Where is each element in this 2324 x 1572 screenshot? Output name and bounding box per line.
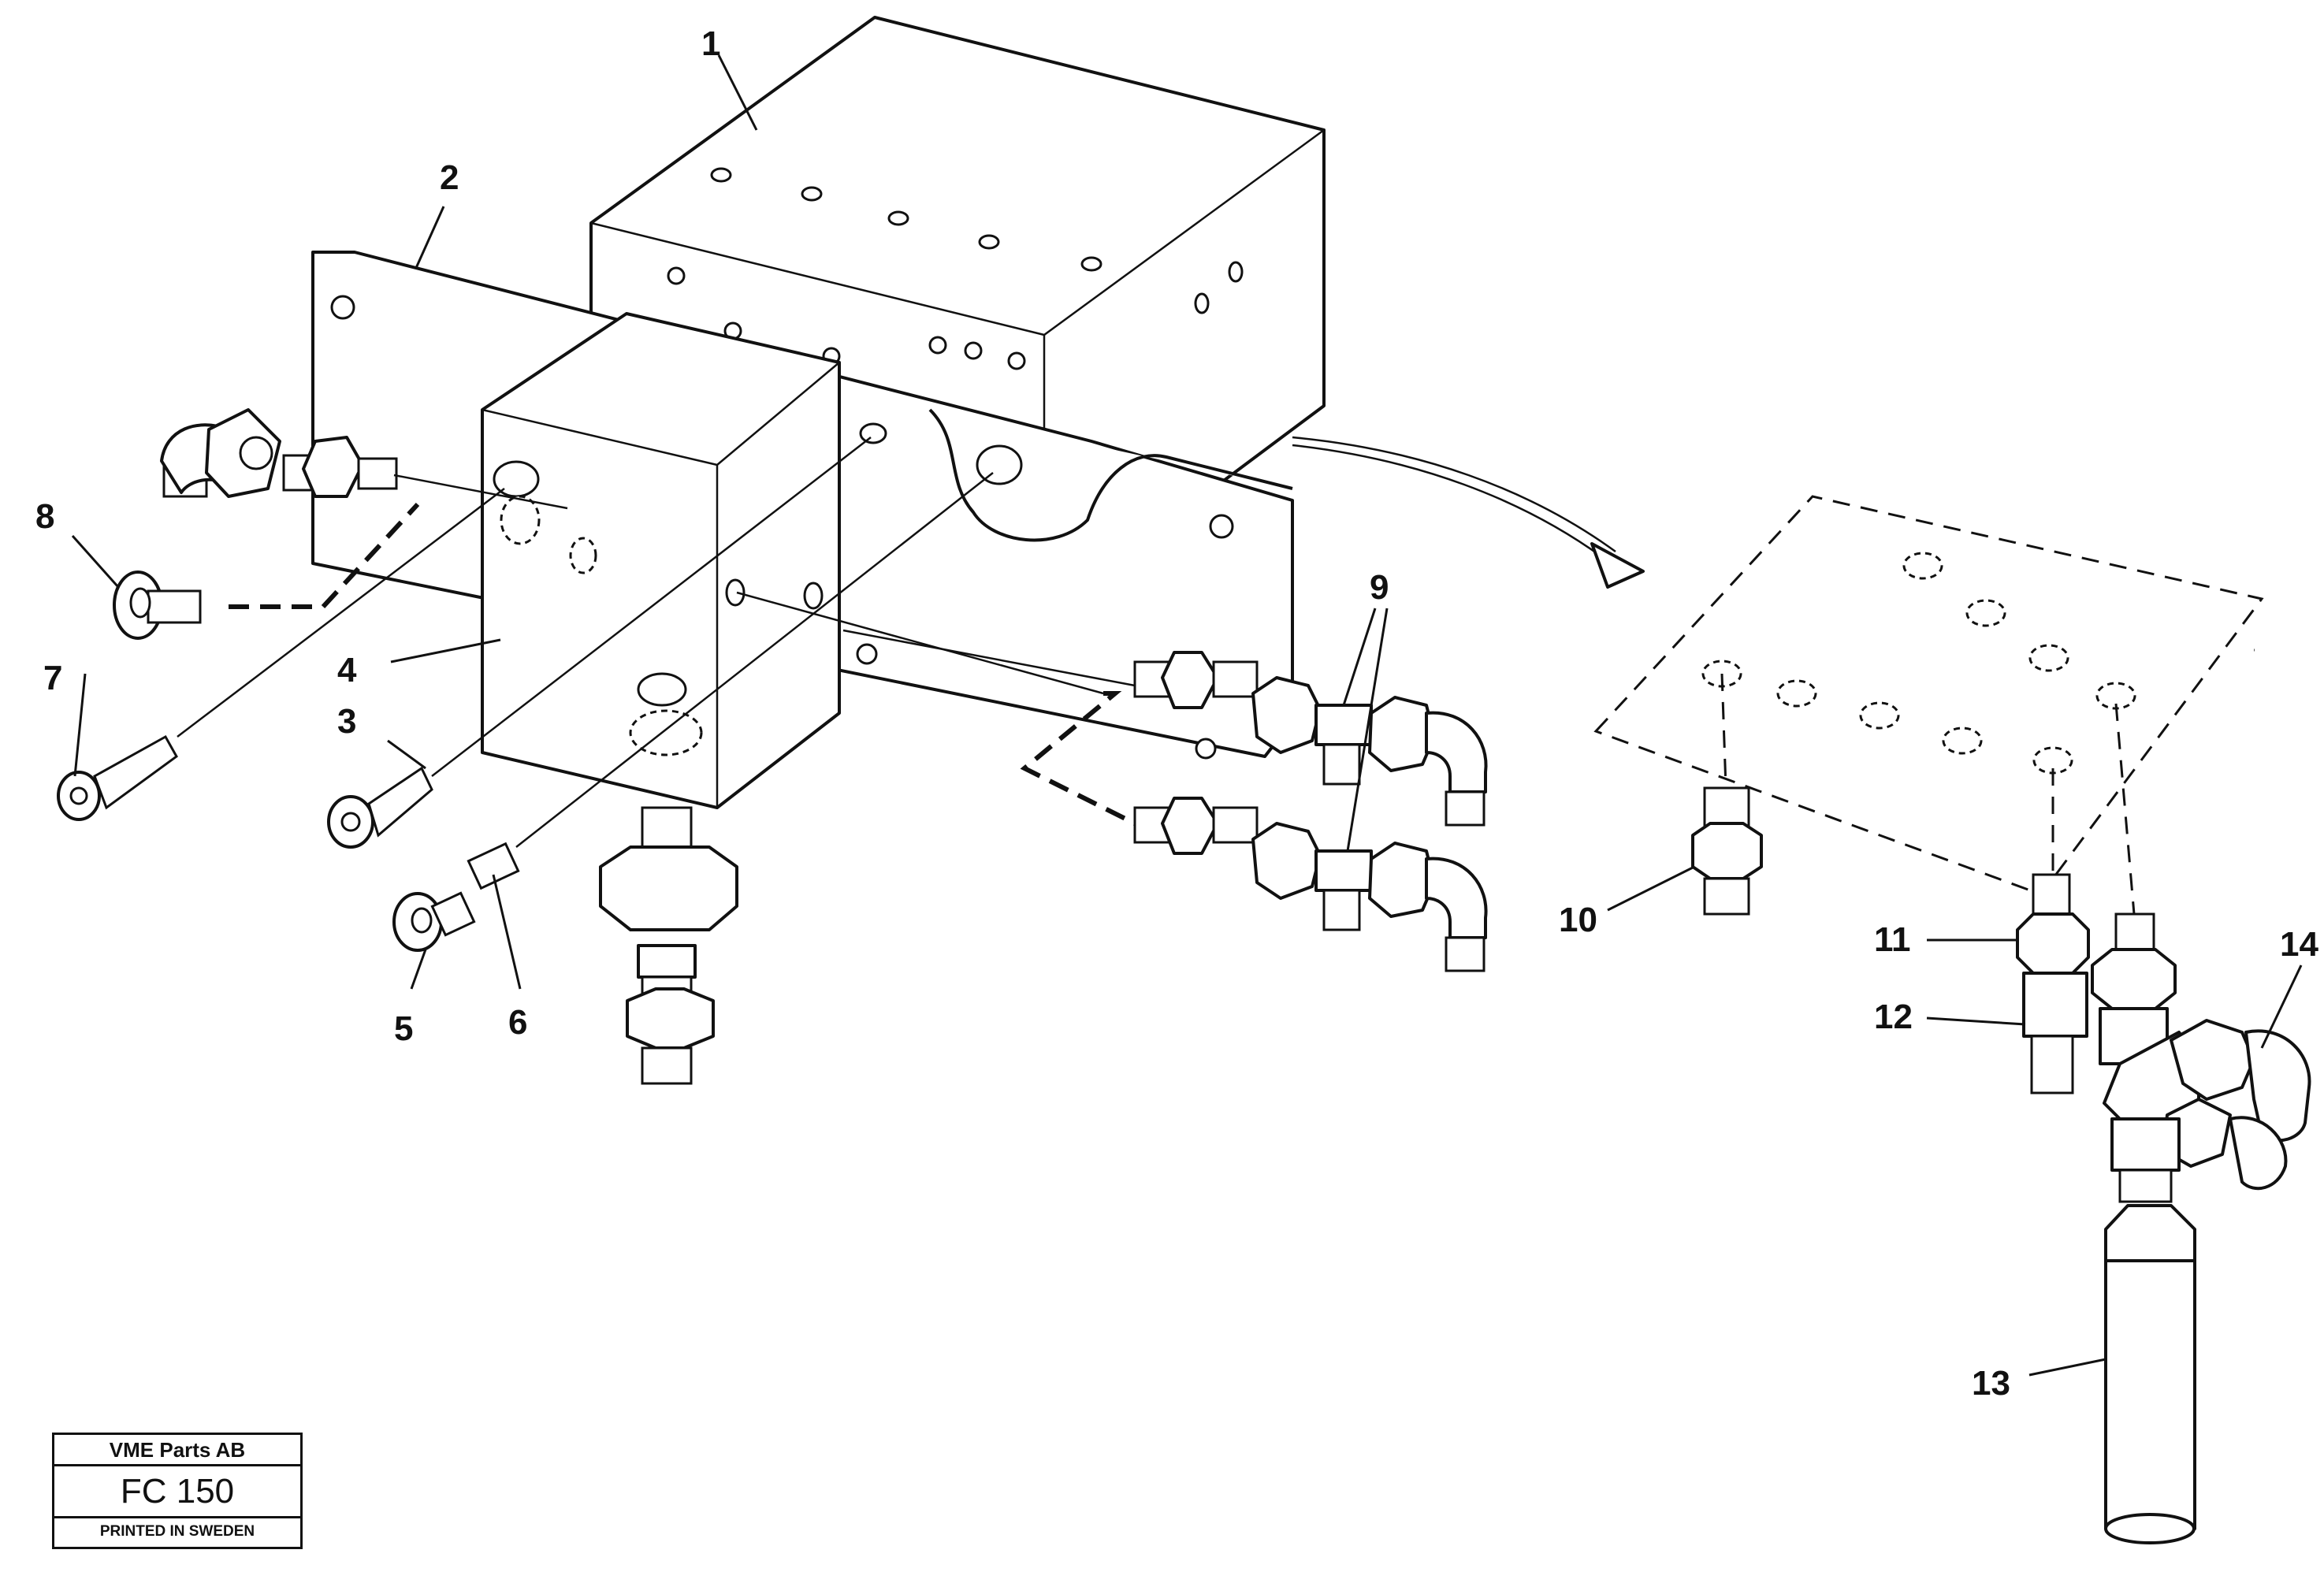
accumulator-assembly [2016, 873, 2311, 1544]
callout-9: 9 [1370, 568, 1389, 607]
callout-7: 7 [43, 659, 62, 697]
callout-14: 14 [2280, 925, 2318, 964]
long-screw [57, 734, 178, 821]
callout-6: 6 [508, 1003, 527, 1042]
fitting-set-lower [1133, 797, 1488, 972]
elbow-fitting-left [160, 408, 398, 498]
callout-2: 2 [440, 158, 459, 197]
alignment-lines [177, 437, 2136, 915]
callout-11: 11 [1874, 920, 1911, 959]
fitting-set-upper [1133, 651, 1488, 827]
callout-5: 5 [394, 1009, 413, 1048]
plug [113, 570, 202, 640]
adapter-nipple-detail [1691, 786, 1763, 916]
orifice-insert [467, 842, 520, 890]
company-name: VME Parts AB [54, 1435, 300, 1466]
small-plug [392, 891, 476, 952]
leader-lines [71, 54, 2303, 1377]
nipple-fitting-left [282, 436, 398, 498]
printed-note: PRINTED IN SWEDEN [99, 1523, 255, 1540]
callout-1: 1 [701, 24, 720, 63]
callout-4: 4 [337, 651, 357, 689]
detail-arrow [1292, 436, 1645, 589]
figure-code: FC 150 [54, 1466, 300, 1518]
short-screw [327, 766, 433, 849]
callout-13: 13 [1972, 1364, 2010, 1403]
hex-adapter [599, 806, 738, 1085]
callout-labels: 1 2 3 4 5 6 7 8 9 10 11 12 13 14 [35, 24, 2318, 1403]
small-valve-block [481, 312, 1023, 809]
callout-8: 8 [35, 497, 54, 536]
callout-3: 3 [337, 702, 356, 741]
title-block: VME Parts AB FC 150 PRINTED IN SWEDEN [52, 1433, 303, 1549]
callout-12: 12 [1874, 998, 1913, 1036]
callout-10: 10 [1559, 901, 1597, 939]
